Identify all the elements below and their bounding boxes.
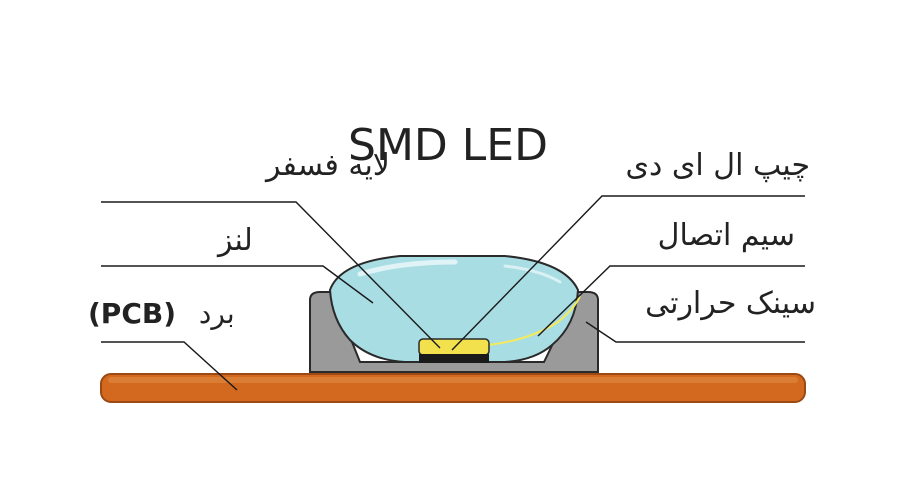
diagram-title: SMD LED [348, 120, 548, 171]
label-phosphor: لایه فسفر [264, 148, 390, 183]
label-wire: سیم اتصال [658, 218, 795, 253]
leader-wire [537, 265, 805, 337]
leader-board [101, 341, 238, 391]
bonding-wire [487, 295, 581, 346]
label-lens: لنز [216, 223, 253, 258]
leader-phosphor [101, 201, 441, 349]
label-chip: چیپ ال ای دی [626, 148, 810, 183]
leader-heatsink [585, 321, 805, 343]
led-chip-base [419, 354, 489, 363]
heatsink-housing [309, 291, 599, 373]
label-board-word: برد [199, 297, 235, 330]
leader-chip [451, 195, 805, 351]
leader-lens [101, 265, 374, 304]
label-heatsink: سینک حرارتی [645, 286, 816, 321]
label-board: (PCB) برد [88, 297, 235, 330]
lens-dome [328, 255, 580, 363]
label-board-pcb: (PCB) [88, 297, 176, 330]
